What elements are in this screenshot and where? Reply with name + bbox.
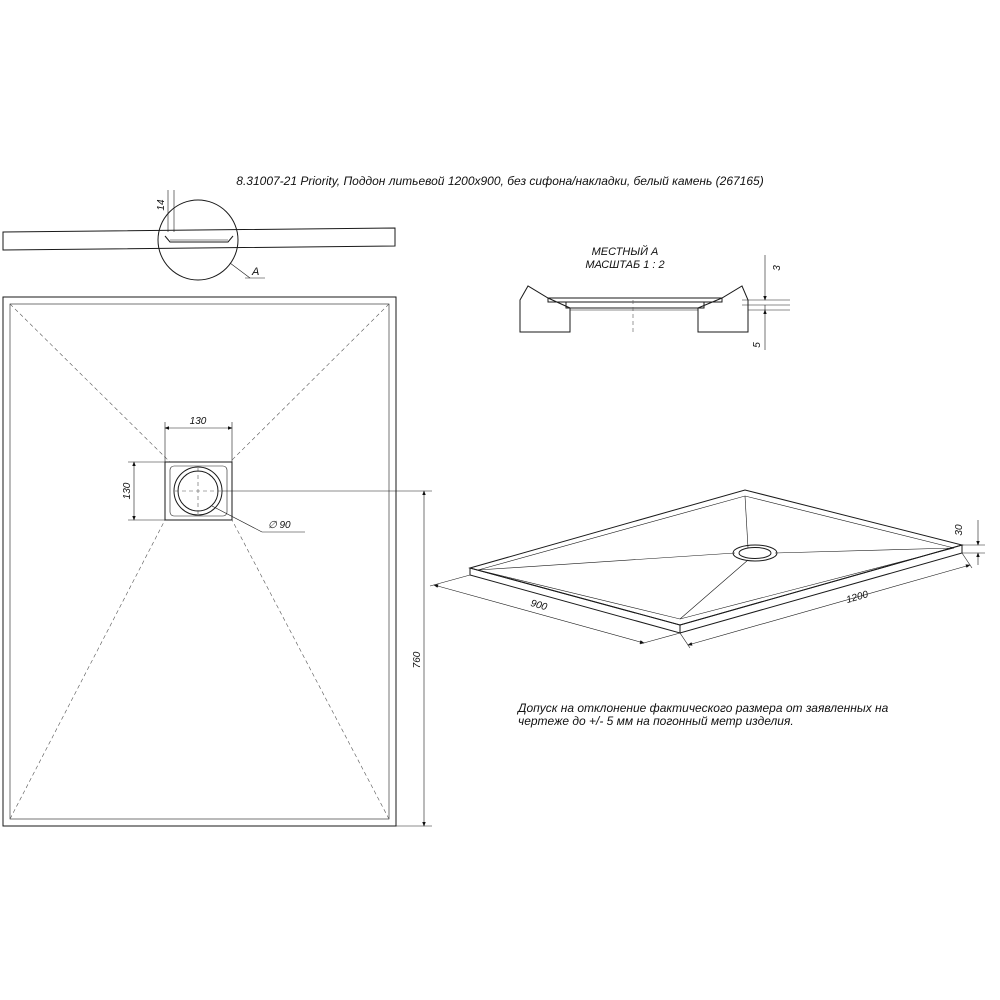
drawing-title: 8.31007-21 Priority, Поддон литьевой 120… <box>236 174 763 188</box>
tolerance-note-1: Допуск на отклонение фактического размер… <box>516 701 889 715</box>
drain-diameter-dim: ∅ 90 <box>268 520 291 531</box>
tolerance-note-2: чертеже до +/- 5 мм на погонный метр изд… <box>518 714 794 728</box>
drain-width-dim: 130 <box>190 416 207 427</box>
drain-offset-dim: 760 <box>412 651 423 668</box>
section-thickness-dim: 14 <box>156 199 167 211</box>
iso-drain-outer <box>732 544 778 562</box>
iso-view: 900 1200 30 <box>429 489 985 649</box>
detail-dim-bottom: 5 <box>752 342 763 348</box>
detail-dim-top: 3 <box>772 265 783 271</box>
section-view: A 14 <box>2 190 396 281</box>
plan-view: 130 130 ∅ 90 760 <box>2 296 432 827</box>
iso-height-dim: 30 <box>954 524 965 536</box>
callout-label: A <box>251 266 259 278</box>
iso-drain-inner <box>738 547 772 559</box>
detail-view-a: МЕСТНЫЙ А МАСШТАБ 1 : 2 3 5 <box>519 245 790 350</box>
callout-circle <box>157 199 239 281</box>
detail-title-2: МАСШТАБ 1 : 2 <box>585 259 664 271</box>
detail-title-1: МЕСТНЫЙ А <box>592 245 659 258</box>
iso-width-dim: 900 <box>529 598 548 613</box>
drain-height-dim: 130 <box>122 482 133 499</box>
iso-length-dim: 1200 <box>845 589 870 606</box>
